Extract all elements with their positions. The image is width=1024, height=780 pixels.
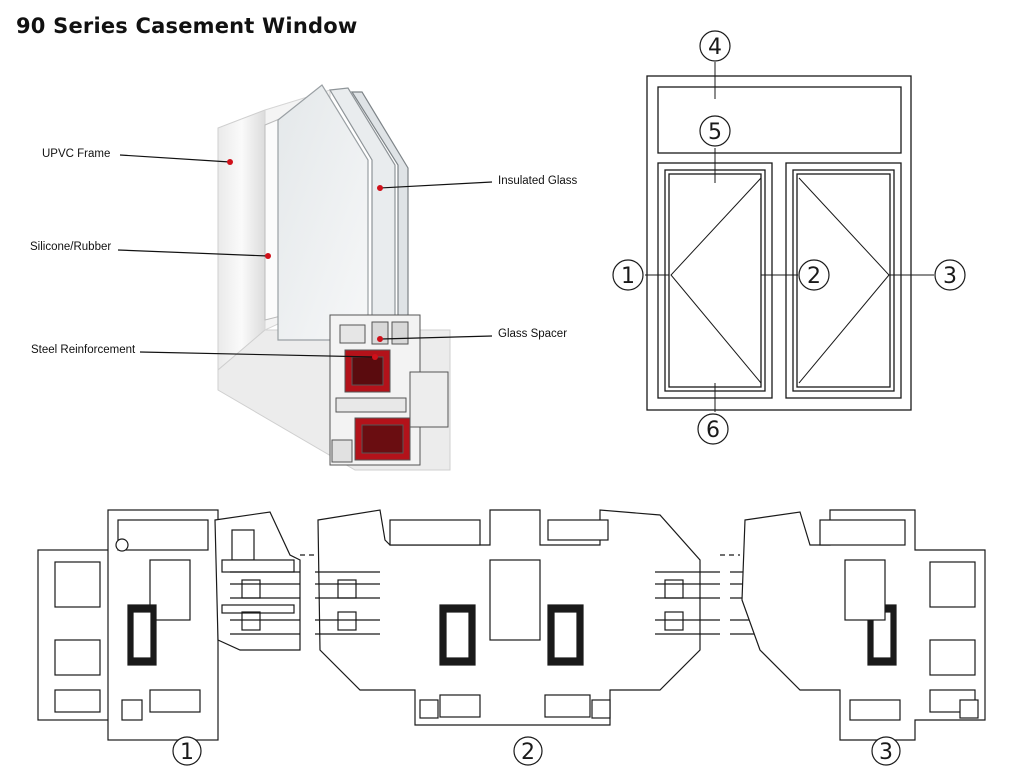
marker-5-label: 5 (708, 120, 722, 145)
marker-6-label: 6 (706, 418, 720, 443)
marker-4-label: 4 (708, 35, 722, 60)
marker-5-circle (699, 115, 731, 147)
insulated-glass-panes (277, 84, 409, 341)
section-3-frame (741, 509, 986, 741)
callout-insulated-glass: Insulated Glass (498, 175, 578, 187)
callout-leaders (117, 154, 493, 358)
section-1-glass (230, 571, 300, 635)
section-marker-circles (172, 736, 901, 766)
section-1-label: 1 (180, 740, 194, 765)
elevation-marker-circles (612, 30, 966, 445)
callout-dots (227, 159, 383, 360)
marker-3-circle (934, 259, 966, 291)
callout-glass-spacer: Glass Spacer (498, 328, 568, 340)
marker-3-label: 3 (943, 264, 957, 289)
section-2-label: 2 (521, 740, 535, 765)
marker-1-label: 1 (621, 264, 635, 289)
section-2-frame (317, 509, 701, 726)
section-profile-drawing (37, 509, 986, 741)
page-title: 90 Series Casement Window (16, 14, 358, 38)
marker-4-circle (699, 30, 731, 62)
callout-upvc-frame: UPVC Frame (42, 148, 111, 160)
profile-cross-section (329, 314, 449, 466)
callout-silicone-rubber: Silicone/Rubber (30, 241, 112, 253)
section-1-frame (37, 509, 219, 741)
marker-1-circle (612, 259, 644, 291)
window-elevation-drawing (645, 62, 934, 412)
callout-steel-reinforcement: Steel Reinforcement (31, 344, 136, 356)
marker-2-circle (798, 259, 830, 291)
section-1-sash (214, 511, 301, 651)
section-3-label: 3 (879, 740, 893, 765)
marker-2-label: 2 (807, 264, 821, 289)
marker-6-circle (697, 413, 729, 445)
